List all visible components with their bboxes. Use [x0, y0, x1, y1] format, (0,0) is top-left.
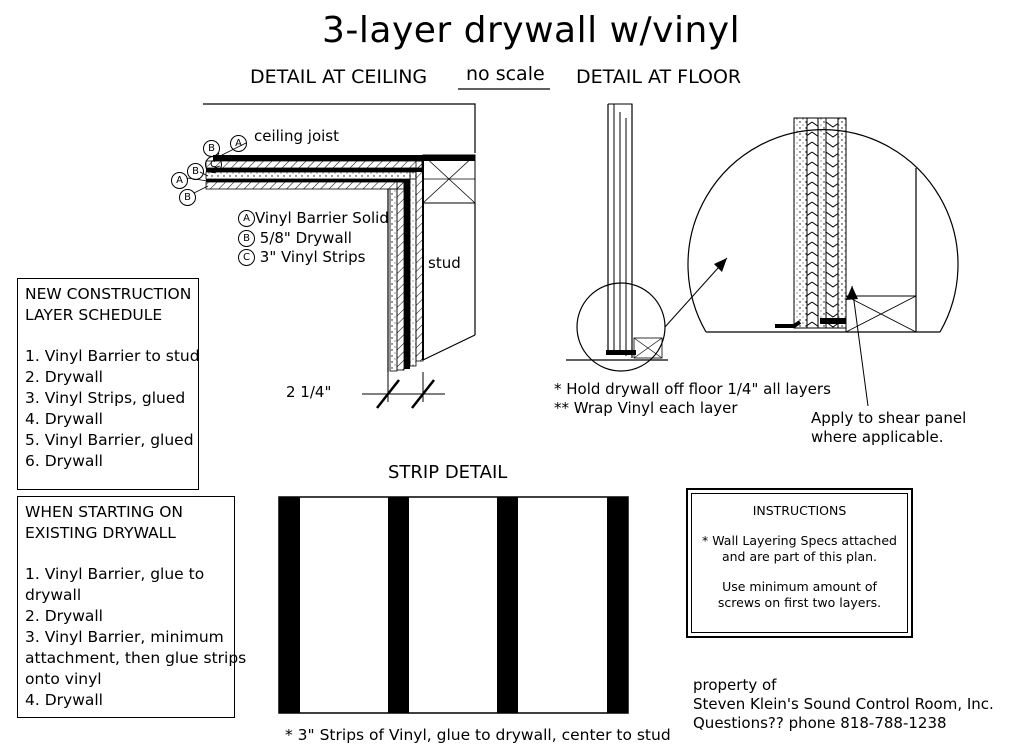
- vinyl-strip: [279, 497, 300, 713]
- vinyl-strip: [388, 497, 409, 713]
- schedule-item: 2. Drywall: [25, 368, 103, 386]
- schedule-item: onto vinyl: [25, 670, 102, 688]
- new-construction-schedule: NEW CONSTRUCTION LAYER SCHEDULE 1. Vinyl…: [17, 278, 200, 490]
- legend-text: Vinyl Barrier Solid: [255, 209, 389, 227]
- schedule-item: 5. Vinyl Barrier, glued: [25, 431, 194, 449]
- floor-detail-heading: DETAIL AT FLOOR: [576, 66, 742, 88]
- schedule-heading: EXISTING DRYWALL: [25, 524, 176, 542]
- legend-text: 5/8" Drywall: [259, 229, 352, 247]
- shear-note-line: Apply to shear panel: [811, 409, 967, 427]
- instructions-line: [692, 565, 907, 579]
- schedule-item: attachment, then glue strips: [25, 649, 247, 667]
- schedule-heading: WHEN STARTING ON: [25, 503, 184, 521]
- vinyl-strip: [497, 497, 518, 713]
- schedule-heading: NEW CONSTRUCTION: [25, 285, 192, 303]
- owner-line: Questions?? phone 818-788-1238: [693, 714, 947, 732]
- instructions-line: * Wall Layering Specs attached: [702, 533, 897, 548]
- schedule-item: 6. Drywall: [25, 452, 103, 470]
- stud-label: stud: [428, 254, 461, 272]
- layer-marker-a: A: [230, 135, 247, 152]
- floor-note-2: ** Wrap Vinyl each layer: [554, 399, 738, 417]
- legend-key: A: [238, 210, 255, 227]
- layer-marker-a: A: [171, 172, 188, 189]
- strip-detail-heading: STRIP DETAIL: [388, 462, 508, 483]
- vinyl-strip: [607, 497, 628, 713]
- layer-marker-b: B: [187, 163, 204, 180]
- schedule-item: drywall: [25, 586, 82, 604]
- legend-key: B: [238, 230, 255, 247]
- layer-marker-b: B: [203, 140, 220, 157]
- schedule-item: 4. Drywall: [25, 691, 103, 709]
- strip-detail-drawing: [278, 496, 629, 714]
- owner-info: property of Steven Klein's Sound Control…: [693, 676, 994, 733]
- instructions-line: and are part of this plan.: [721, 549, 878, 564]
- schedule-item: 3. Vinyl Strips, glued: [25, 389, 186, 407]
- floor-detail-drawing: [566, 103, 959, 407]
- schedule-item: 3. Vinyl Barrier, minimum: [25, 628, 224, 646]
- instructions-box: INSTRUCTIONS * Wall Layering Specs attac…: [686, 488, 913, 638]
- legend-item: C 3" Vinyl Strips: [238, 248, 365, 266]
- schedule-item: 1. Vinyl Barrier to stud: [25, 347, 200, 365]
- instructions-inner: INSTRUCTIONS * Wall Layering Specs attac…: [691, 493, 908, 633]
- ceiling-joist-label: ceiling joist: [254, 127, 339, 145]
- legend-item: B 5/8" Drywall: [238, 229, 352, 247]
- owner-line: Steven Klein's Sound Control Room, Inc.: [693, 695, 994, 713]
- strip-detail-note: * 3" Strips of Vinyl, glue to drywall, c…: [285, 726, 671, 744]
- schedule-item: 4. Drywall: [25, 410, 103, 428]
- instructions-heading: INSTRUCTIONS: [752, 503, 847, 518]
- instructions-line: screws on first two layers.: [717, 595, 882, 610]
- existing-drywall-schedule: WHEN STARTING ON EXISTING DRYWALL 1. Vin…: [17, 496, 247, 718]
- ceiling-detail-drawing: [186, 103, 476, 409]
- schedule-item: 2. Drywall: [25, 607, 103, 625]
- legend-key: C: [238, 249, 255, 266]
- layer-marker-b: B: [179, 189, 196, 206]
- dimension-label: 2 1/4": [286, 383, 332, 401]
- schedule-heading: LAYER SCHEDULE: [25, 306, 163, 324]
- floor-note-1: * Hold drywall off floor 1/4" all layers: [554, 380, 831, 398]
- ceiling-detail-heading: DETAIL AT CEILING: [250, 66, 428, 88]
- schedule-item: 1. Vinyl Barrier, glue to: [25, 565, 205, 583]
- owner-line: property of: [693, 676, 777, 694]
- instructions-line: Use minimum amount of: [722, 579, 877, 594]
- layer-marker-c: C: [205, 156, 222, 173]
- scale-note: no scale: [466, 63, 545, 85]
- shear-note-line: where applicable.: [811, 428, 944, 446]
- diagram-title: 3-layer drywall w/vinyl: [322, 10, 741, 51]
- legend-text: 3" Vinyl Strips: [259, 248, 366, 266]
